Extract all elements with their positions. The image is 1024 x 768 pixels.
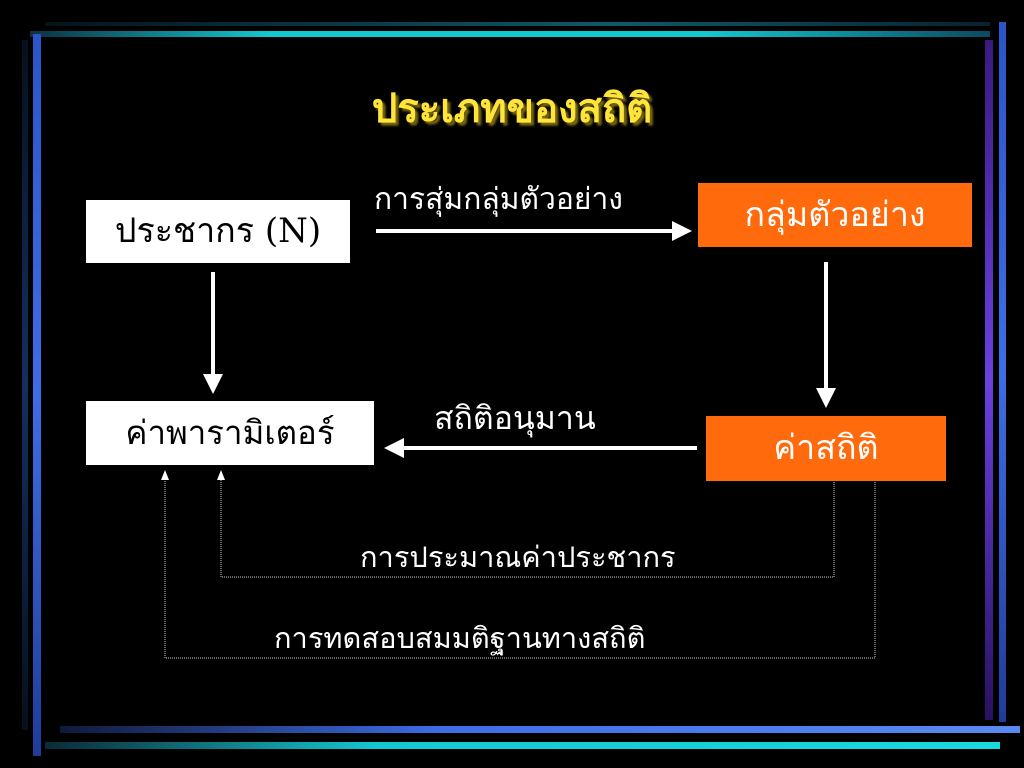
- node-population-label: ประชากร (N): [114, 211, 322, 251]
- edge-label-estimation: การประมาณค่าประชากร: [360, 540, 676, 574]
- node-parameter-label: ค่าพารามิเตอร์: [125, 413, 335, 452]
- slide-title: ประเภทของสถิติ: [371, 85, 653, 132]
- edge-label-hypothesis: การทดสอบสมมติฐานทางสถิติ: [274, 621, 646, 655]
- frame-right-violet: [985, 40, 993, 720]
- edge-label-sampling: การสุ่มกลุ่มตัวอย่าง: [374, 182, 623, 217]
- frame-bottom-blue: [60, 726, 1020, 733]
- edge-label-inference: สถิติอนุมาน: [434, 399, 596, 437]
- frame-top-cyan: [30, 31, 990, 37]
- node-population: ประชากร (N): [86, 200, 350, 263]
- node-statistic-label: ค่าสถิติ: [773, 428, 879, 468]
- frame-top-dark: [45, 22, 990, 26]
- frame-left-blue: [33, 34, 41, 756]
- frame-left-dark: [22, 40, 28, 730]
- frame-bottom-cyan: [45, 742, 1000, 749]
- node-sample-label: กลุ่มตัวอย่าง: [744, 195, 926, 235]
- node-sample: กลุ่มตัวอย่าง: [698, 183, 972, 247]
- frame-right-blue: [999, 22, 1006, 722]
- node-parameter: ค่าพารามิเตอร์: [86, 401, 374, 465]
- node-statistic: ค่าสถิติ: [706, 416, 946, 481]
- line-hypothesis: [164, 478, 876, 659]
